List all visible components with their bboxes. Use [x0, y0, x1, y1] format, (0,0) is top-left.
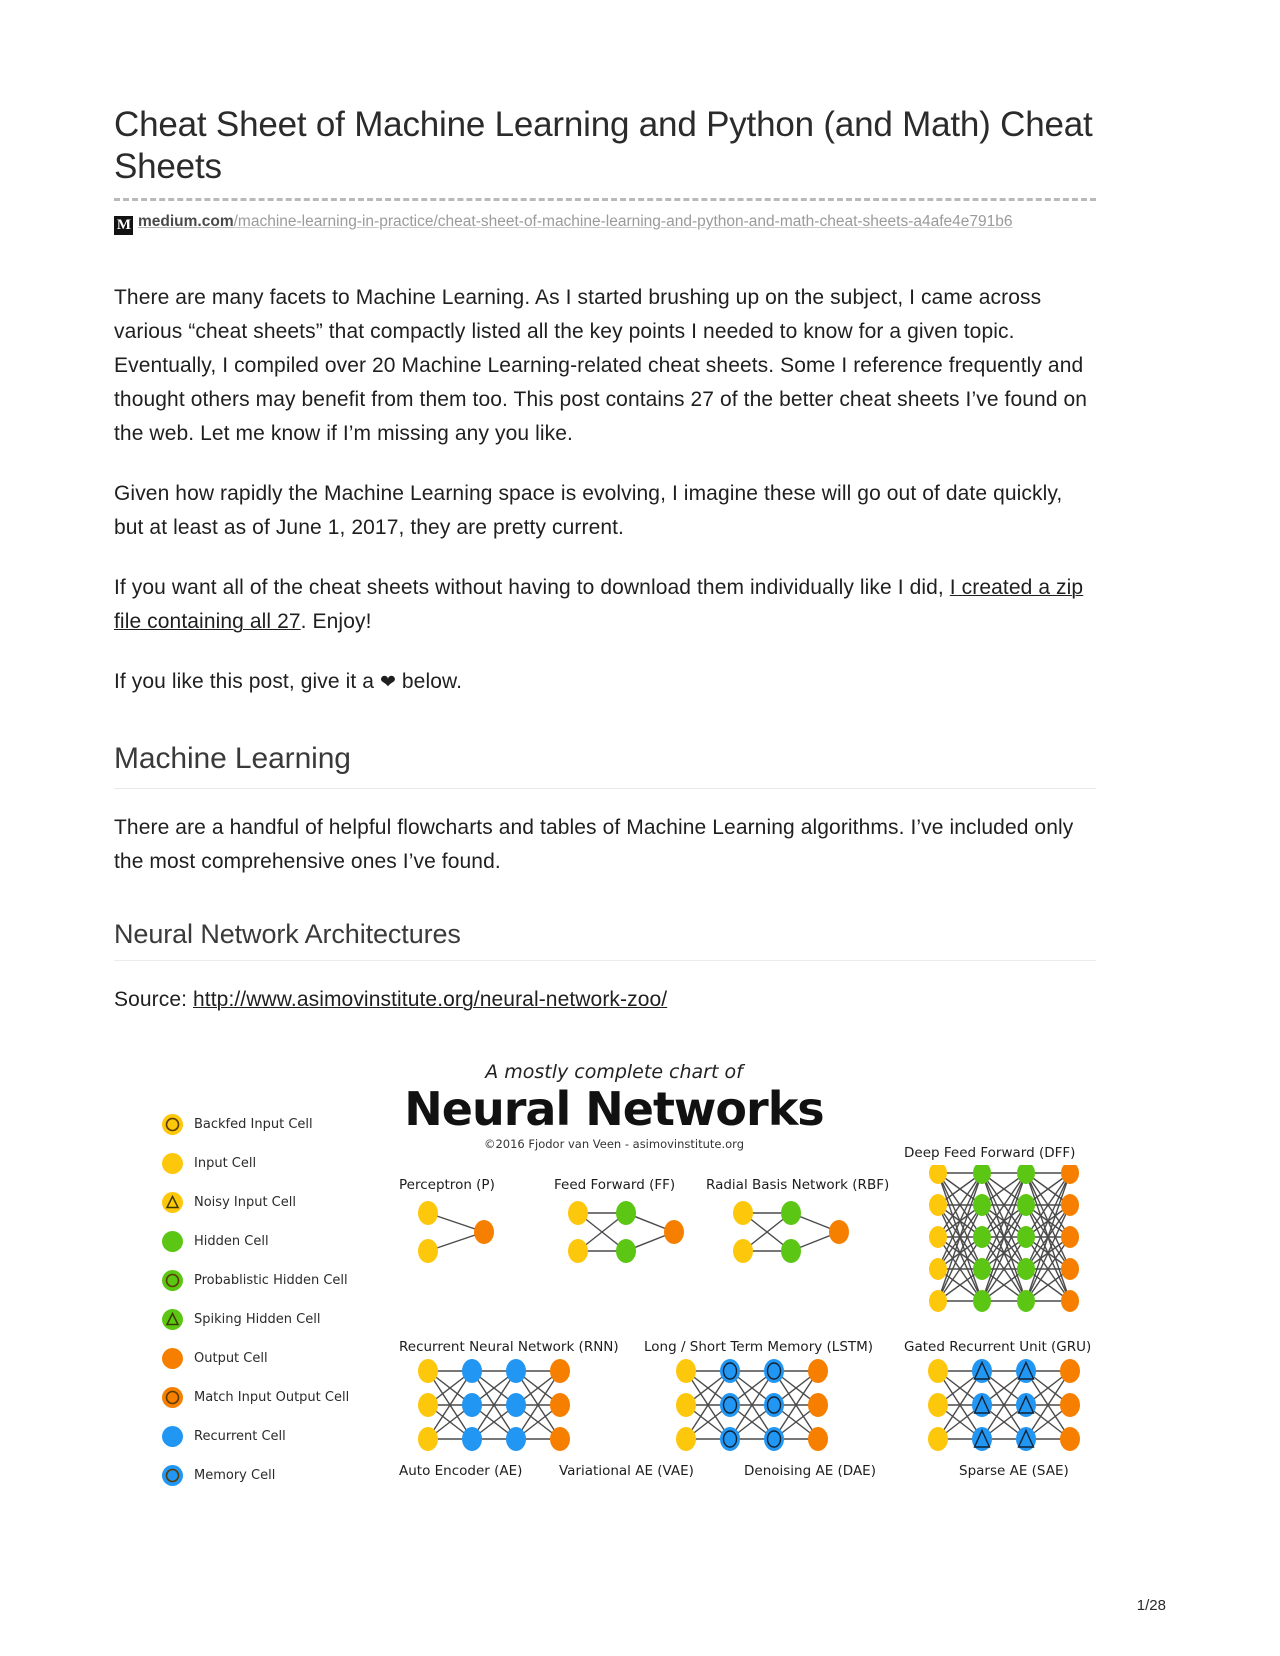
legend-label: Match Input Output Cell: [194, 1390, 350, 1405]
zip-file-link[interactable]: I created a zip file containing all 27: [114, 576, 1084, 633]
document-content: Cheat Sheet of Machine Learning and Pyth…: [114, 104, 1096, 1487]
legend-triangle-icon: [162, 1192, 183, 1213]
figure-title: Neural Networks: [404, 1082, 824, 1136]
legend-solid-icon: [162, 1231, 183, 1252]
legend-label: Recurrent Cell: [194, 1429, 286, 1444]
network-label: Recurrent Neural Network (RNN): [399, 1339, 619, 1355]
paragraph-evolving: Given how rapidly the Machine Learning s…: [114, 482, 1063, 539]
paragraph-nn-source: Source: http://www.asimovinstitute.org/n…: [114, 983, 1096, 1017]
network-label: Variational AE (VAE): [559, 1463, 694, 1479]
legend-solid-icon: [162, 1348, 183, 1369]
paragraph-machine-learning: There are a handful of helpful flowchart…: [114, 816, 1074, 873]
heart-icon: ❤: [379, 672, 396, 693]
legend-row: Match Input Output Cell: [162, 1378, 392, 1417]
legend-label: Hidden Cell: [194, 1234, 269, 1249]
legend-row: Memory Cell: [162, 1456, 392, 1495]
network-label: Denoising AE (DAE): [744, 1463, 876, 1479]
legend-label: Output Cell: [194, 1351, 268, 1366]
legend-ring-icon: [162, 1387, 183, 1408]
network-label: Perceptron (P): [399, 1177, 495, 1193]
section-heading-neural-network-architectures: Neural Network Architectures: [114, 919, 1096, 961]
zip-lead-text: If you want all of the cheat sheets with…: [114, 576, 950, 599]
legend-row: Spiking Hidden Cell: [162, 1300, 392, 1339]
network-label: Deep Feed Forward (DFF): [904, 1145, 1076, 1161]
dashed-divider: [114, 198, 1096, 201]
legend-label: Spiking Hidden Cell: [194, 1312, 321, 1327]
asimov-institute-link[interactable]: http://www.asimovinstitute.org/neural-ne…: [193, 988, 668, 1011]
network-label: Long / Short Term Memory (LSTM): [644, 1339, 874, 1355]
source-path[interactable]: /machine-learning-in-practice/cheat-shee…: [233, 213, 1013, 230]
legend-label: Probablistic Hidden Cell: [194, 1273, 348, 1288]
legend-row: Hidden Cell: [162, 1222, 392, 1261]
legend-row: Input Cell: [162, 1144, 392, 1183]
paragraph-zip-file: If you want all of the cheat sheets with…: [114, 571, 1096, 639]
legend-ring-icon: [162, 1465, 183, 1486]
like-lead-text: If you like this post, give it a: [114, 670, 380, 693]
legend-solid-icon: [162, 1153, 183, 1174]
section-heading-machine-learning: Machine Learning: [114, 742, 1096, 789]
legend-label: Backfed Input Cell: [194, 1117, 313, 1132]
page-title: Cheat Sheet of Machine Learning and Pyth…: [114, 105, 1093, 186]
like-tail-text: below.: [395, 670, 463, 693]
network-label: Gated Recurrent Unit (GRU): [904, 1339, 1092, 1355]
legend-row: Probablistic Hidden Cell: [162, 1261, 392, 1300]
legend-label: Memory Cell: [194, 1468, 276, 1483]
legend-row: Output Cell: [162, 1339, 392, 1378]
zip-tail-text: . Enjoy!: [300, 610, 372, 633]
legend-row: Noisy Input Cell: [162, 1183, 392, 1222]
page-number: 1/28: [1136, 1597, 1166, 1614]
network-label: Auto Encoder (AE): [399, 1463, 523, 1479]
network-label: Radial Basis Network (RBF): [706, 1177, 890, 1193]
network-label: Feed Forward (FF): [554, 1177, 676, 1193]
figure-title-block: A mostly complete chart of Neural Networ…: [404, 1061, 824, 1151]
legend-triangle-icon: [162, 1309, 183, 1330]
paragraph-like-post: If you like this post, give it a ❤ below…: [114, 665, 1096, 700]
legend-ring-icon: [162, 1270, 183, 1291]
legend-ring-icon: [162, 1114, 183, 1135]
source-label: Source:: [114, 988, 194, 1011]
legend-solid-icon: [162, 1426, 183, 1447]
legend-label: Input Cell: [194, 1156, 257, 1171]
legend-row: Backfed Input Cell: [162, 1105, 392, 1144]
medium-logo-icon: M: [114, 216, 133, 235]
figure-credit: ©2016 Fjodor van Veen - asimovinstitute.…: [483, 1137, 744, 1151]
figure-kicker: A mostly complete chart of: [485, 1061, 743, 1083]
network-label: Sparse AE (SAE): [959, 1463, 1069, 1479]
legend-row: Recurrent Cell: [162, 1417, 392, 1456]
neural-network-zoo-figure: A mostly complete chart of Neural Networ…: [114, 1057, 1096, 1487]
paragraph-intro: There are many facets to Machine Learnin…: [114, 286, 1088, 445]
source-domain[interactable]: medium.com: [138, 213, 234, 230]
legend-label: Noisy Input Cell: [194, 1195, 296, 1210]
